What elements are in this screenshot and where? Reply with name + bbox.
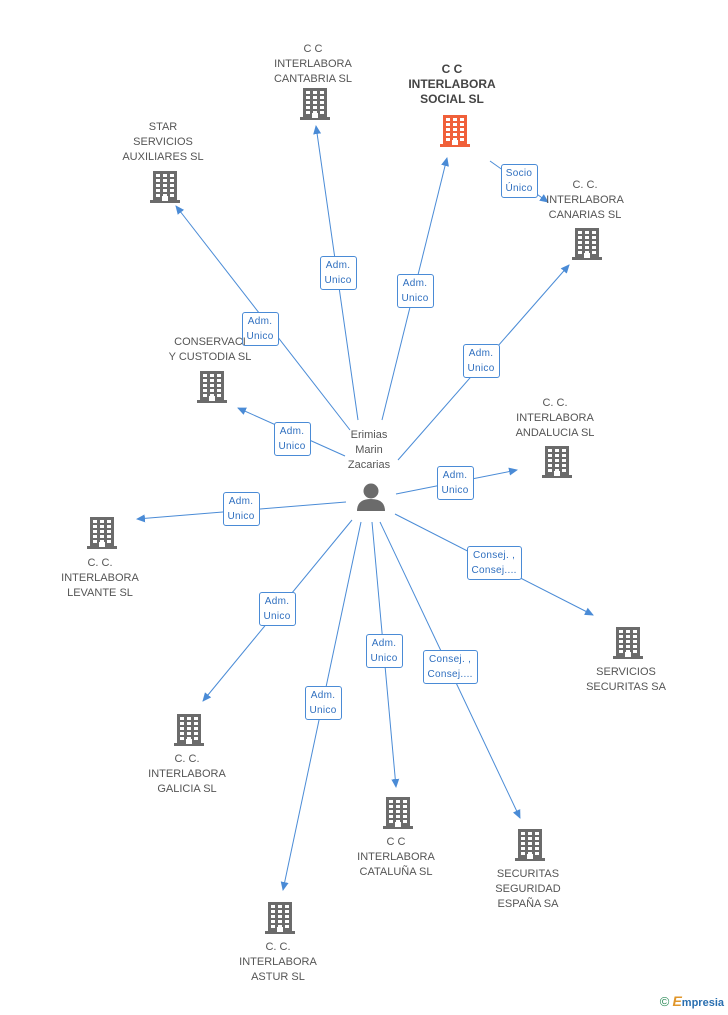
company-label-galicia[interactable]: C. C. INTERLABORA GALICIA SL (148, 753, 226, 795)
company-label-securitas_serv[interactable]: SERVICIOS SECURITAS SA (586, 666, 666, 693)
edge-label-to-cantabria[interactable]: Adm. Unico (319, 256, 357, 290)
person-name[interactable]: Erimias Marin Zacarias (347, 429, 391, 471)
company-label-astur[interactable]: C. C. INTERLABORA ASTUR SL (239, 941, 317, 983)
edge-label-to-andalucia[interactable]: Adm. Unico (436, 466, 474, 500)
brand-name: mpresia (681, 997, 724, 1009)
copyright-symbol: © (659, 994, 670, 1009)
company-label-andalucia[interactable]: C. C. INTERLABORA ANDALUCIA SL (515, 397, 595, 439)
company-label-star[interactable]: STAR SERVICIOS AUXILIARES SL (122, 121, 204, 163)
company-label-canarias[interactable]: C. C. INTERLABORA CANARIAS SL (546, 179, 624, 221)
building-icon-andalucia[interactable] (542, 444, 572, 478)
edge-label-to-levante[interactable]: Adm. Unico (222, 492, 260, 526)
company-label-levante[interactable]: C. C. INTERLABORA LEVANTE SL (61, 557, 139, 599)
building-icon-star[interactable] (150, 169, 180, 203)
edge-label-to-social[interactable]: Adm. Unico (396, 274, 434, 308)
edge-label-to-astur[interactable]: Adm. Unico (304, 686, 342, 720)
company-label-securitas_esp[interactable]: SECURITAS SEGURIDAD ESPAÑA SA (495, 868, 561, 910)
person-icon[interactable] (357, 483, 385, 512)
edge-label-to-securitas-esp[interactable]: Consej. , Consej.... (422, 650, 478, 684)
edge-label-to-conservacion[interactable]: Adm. Unico (273, 422, 311, 456)
company-label-conservacion[interactable]: CONSERVACI Y CUSTODIA SL (168, 336, 252, 363)
building-icon-levante[interactable] (87, 515, 117, 549)
building-icon-astur[interactable] (265, 900, 295, 934)
edge-label-to-star[interactable]: Adm. Unico (241, 312, 279, 346)
company-label-cataluna[interactable]: C C INTERLABORA CATALUÑA SL (357, 836, 435, 878)
edge-label-to-securitas-serv[interactable]: Consej. , Consej.... (466, 546, 522, 580)
edge-label-social-to-canarias[interactable]: Socio Único (500, 164, 538, 198)
building-icon-securitas_esp[interactable] (515, 827, 545, 861)
company-label-cantabria[interactable]: C C INTERLABORA CANTABRIA SL (273, 43, 353, 85)
brand-logo-e: E (672, 993, 682, 1009)
building-icon-social[interactable] (440, 113, 470, 147)
building-icon-cataluna[interactable] (383, 795, 413, 829)
building-icon-securitas_serv[interactable] (613, 625, 643, 659)
edge-label-to-canarias[interactable]: Adm. Unico (462, 344, 500, 378)
edge-label-to-galicia[interactable]: Adm. Unico (258, 592, 296, 626)
edge-label-to-cataluna[interactable]: Adm. Unico (365, 634, 403, 668)
footer-brand: © Empresia (660, 993, 724, 1009)
building-icon-conservacion[interactable] (197, 369, 227, 403)
company-label-social[interactable]: C C INTERLABORA SOCIAL SL (408, 62, 496, 106)
building-icon-cantabria[interactable] (300, 86, 330, 120)
building-icon-canarias[interactable] (572, 226, 602, 260)
building-icon-galicia[interactable] (174, 712, 204, 746)
